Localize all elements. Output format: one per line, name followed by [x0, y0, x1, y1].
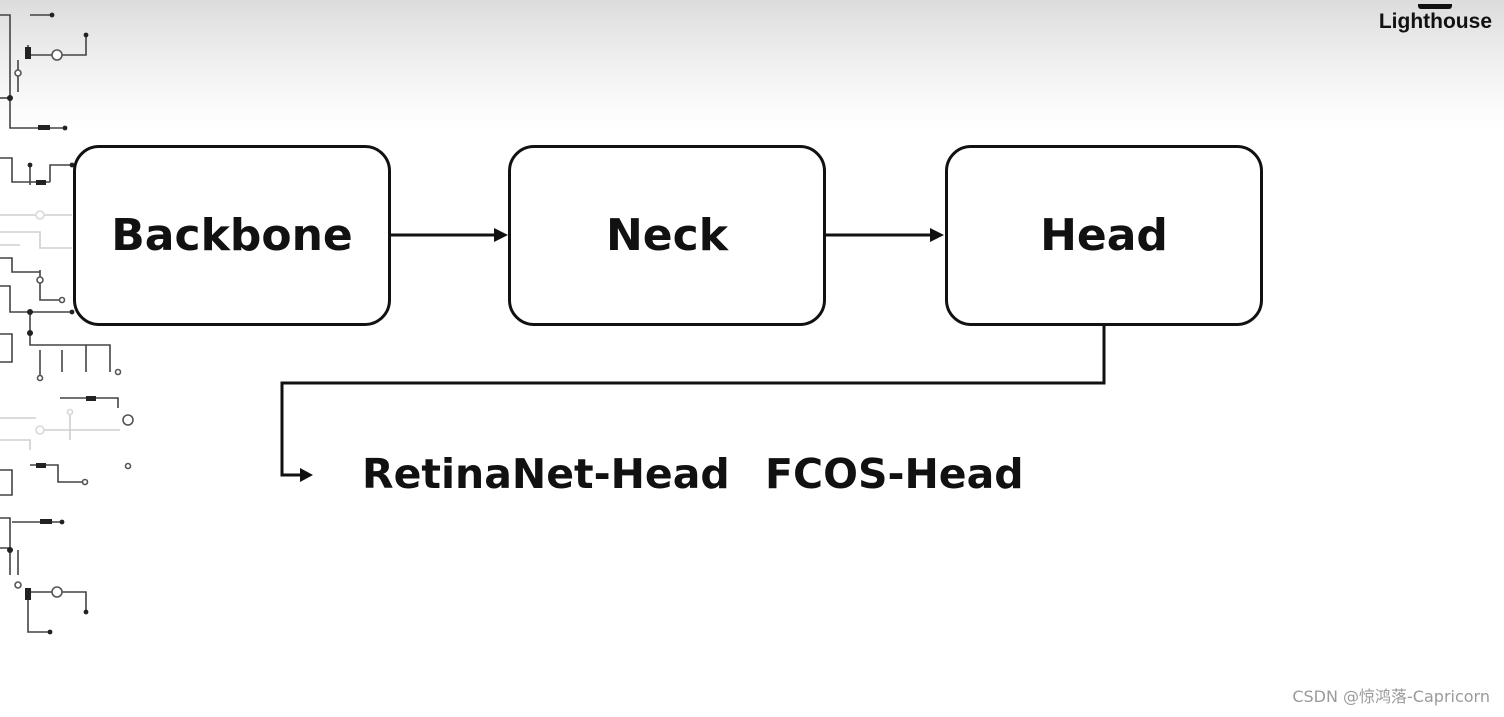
neck-label: Neck — [605, 210, 728, 261]
head-label: Head — [1040, 210, 1168, 261]
neck-node: Neck — [508, 145, 826, 326]
lighthouse-logo-text: Lighthouse — [1378, 10, 1492, 33]
arrowhead-backbone-to-neck — [494, 228, 508, 242]
arrowhead-head-to-variants — [300, 468, 313, 482]
head-node: Head — [945, 145, 1263, 326]
fcos-head-label: FCOS-Head — [765, 450, 1024, 498]
backbone-label: Backbone — [111, 210, 353, 261]
retinanet-head-label: RetinaNet-Head — [362, 450, 730, 498]
arrowhead-neck-to-head — [930, 228, 944, 242]
lighthouse-logo-mark — [1418, 4, 1453, 9]
circuit-decoration — [0, 12, 134, 635]
lighthouse-logo: Lighthouse — [1379, 4, 1492, 34]
arrow-head-to-variants — [280, 326, 1106, 477]
backbone-node: Backbone — [73, 145, 391, 326]
pipeline-connectors — [280, 228, 1106, 482]
csdn-watermark: CSDN @惊鸿落-Capricorn — [1292, 687, 1490, 706]
